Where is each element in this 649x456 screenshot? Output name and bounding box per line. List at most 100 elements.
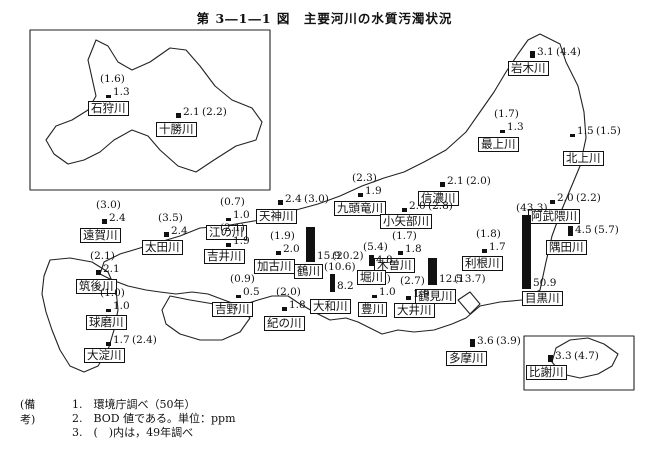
river-label-toyo: 豊川 — [358, 302, 387, 317]
bod-prev-value-abukuma: (2.2) — [576, 192, 601, 204]
bod-prev-value-yamato: (10.6) — [324, 260, 356, 273]
bod-value-toyo: 1.0 — [379, 286, 396, 298]
bod-prev-value-sumida: (5.7) — [594, 224, 619, 236]
river-label-kuzuryu: 九頭竜川 — [334, 201, 386, 216]
bod-value-sumida: 4.5 — [575, 224, 592, 236]
bod-prev-value-tama: (3.9) — [496, 335, 521, 347]
bod-value-kuzuryu: 1.9 — [365, 185, 382, 197]
bod-bar-oyodo — [106, 342, 111, 346]
bod-value-kiso: 1.8 — [405, 243, 422, 255]
bod-bar-sumida — [568, 226, 573, 236]
river-label-koyabe: 小矢部川 — [380, 214, 432, 229]
bod-prev-value-chikugo: (2.1) — [90, 250, 115, 262]
bod-bar-tenjin — [278, 199, 283, 205]
bod-prev-value-tsuru: (20.2) — [332, 250, 364, 262]
kyushu-outline — [41, 257, 119, 373]
bod-bar-toyo — [372, 295, 377, 298]
bod-value-hori: 4.8 — [376, 254, 393, 266]
river-label-abukuma: 阿武隈川 — [528, 209, 580, 224]
bod-prev-value-kuma: (1.0) — [100, 287, 125, 299]
bod-value-tsuru: 15.9 — [317, 250, 341, 262]
figure-title: 第 3―1―1 図 主要河川の水質汚濁状況 — [196, 11, 453, 26]
bod-prev-value-mogami: (1.7) — [494, 108, 519, 120]
bod-value-tenjin: 2.4 — [285, 193, 302, 205]
river-label-hiji: 比謝川 — [526, 365, 567, 380]
bod-value-kuma: 1.0 — [113, 300, 130, 312]
river-label-kitakami: 北上川 — [563, 151, 604, 166]
bod-bar-hiji — [548, 354, 553, 362]
river-label-onga: 遠賀川 — [80, 228, 121, 243]
river-label-oi: 大井川 — [394, 303, 435, 318]
bod-prev-value-ota: (3.5) — [158, 212, 183, 224]
bod-prev-value-iwaki: (4.4) — [556, 46, 581, 58]
bod-value-chikugo: 2.1 — [103, 263, 120, 275]
bod-value-kako: 2.0 — [283, 243, 300, 255]
bod-bar-ota — [164, 231, 169, 237]
bod-bar-kuzuryu — [358, 192, 363, 197]
bod-bar-yoshino — [236, 295, 241, 298]
bod-bar-koyabe — [402, 207, 407, 212]
bod-value-abukuma: 2.0 — [557, 192, 574, 204]
bod-prev-value-ishikari: (1.6) — [100, 73, 125, 85]
bod-prev-value-tone: (1.8) — [476, 228, 501, 240]
river-label-kiso: 木曽川 — [374, 258, 415, 273]
river-label-ota: 太田川 — [142, 240, 183, 255]
bod-bar-shinano — [440, 182, 445, 187]
bod-bar-gonokawa — [226, 218, 231, 221]
bod-prev-value-meguro: (43.3) — [516, 202, 548, 214]
notes-heading: (備考) — [20, 398, 36, 426]
bod-value-gonokawa: 1.0 — [233, 209, 250, 221]
river-label-ishikari: 石狩川 — [88, 101, 129, 116]
bod-value-koyabe: 2.0 — [409, 200, 426, 212]
bod-bar-onga — [102, 218, 107, 224]
bod-bar-ki — [282, 307, 287, 311]
bod-bar-kiso — [398, 251, 403, 255]
river-label-oyodo: 大淀川 — [84, 348, 125, 363]
bod-value-takahashi: 1.9 — [233, 235, 250, 247]
bod-bar-chikugo — [96, 270, 101, 275]
bod-bar-tsuru — [306, 227, 315, 262]
river-label-tone: 利根川 — [462, 256, 503, 271]
bod-value-iwaki: 3.1 — [537, 46, 554, 58]
bod-prev-value-koyabe: (2.8) — [428, 200, 453, 212]
river-label-meguro: 目黒川 — [522, 291, 563, 306]
bod-value-tsurumi: 12.5 — [439, 273, 463, 285]
bod-value-tokachi: 2.1 — [183, 106, 200, 118]
note-2: 2. BOD 値である。単位：ppm — [72, 412, 236, 425]
bod-prev-value-yoshino: (0.9) — [230, 273, 255, 285]
bod-prev-value-ki: (2.0) — [276, 286, 301, 298]
bod-prev-value-takahashi: (2.1) — [220, 222, 245, 234]
bod-value-kitakami: 1.5 — [577, 125, 594, 137]
bod-bar-kitakami — [570, 133, 575, 137]
river-label-hori: 堀川 — [357, 270, 386, 285]
bod-value-tone: 1.7 — [489, 241, 506, 253]
bod-prev-value-gonokawa: (0.7) — [220, 196, 245, 208]
bod-bar-yamato — [330, 273, 335, 292]
river-label-kuma: 球磨川 — [86, 315, 127, 330]
bod-bar-tsurumi — [428, 257, 437, 285]
bod-value-shinano: 2.1 — [447, 175, 464, 187]
bod-prev-value-tsurumi: (13.7) — [454, 273, 486, 285]
bod-prev-value-hiji: (4.7) — [574, 350, 599, 362]
bod-value-oyodo: 1.7 — [113, 334, 130, 346]
bod-prev-value-kiso: (1.7) — [392, 230, 417, 242]
bod-prev-value-kako: (1.9) — [270, 230, 295, 242]
river-label-shinano: 信濃川 — [418, 191, 459, 206]
river-label-iwaki: 岩木川 — [508, 61, 549, 76]
honshu-outline — [99, 33, 587, 335]
note-1: 1. 環境庁調べ（50年） — [72, 398, 196, 411]
bod-value-oi: 1.9 — [413, 288, 430, 300]
bod-prev-value-kuzuryu: (2.3) — [352, 172, 377, 184]
bod-prev-value-onga: (3.0) — [96, 199, 121, 211]
bod-bar-tama — [470, 339, 475, 347]
river-label-tsurumi: 鶴見川 — [415, 289, 456, 304]
bod-value-onga: 2.4 — [109, 212, 126, 224]
bod-value-mogami: 1.3 — [507, 121, 524, 133]
river-label-tama: 多摩川 — [446, 351, 487, 366]
bod-value-meguro: 50.9 — [533, 277, 557, 289]
bod-bar-meguro — [522, 215, 531, 289]
river-label-takahashi: 吉井川 — [204, 249, 245, 264]
shikoku-outline — [161, 295, 251, 341]
bod-bar-iwaki — [530, 51, 535, 58]
